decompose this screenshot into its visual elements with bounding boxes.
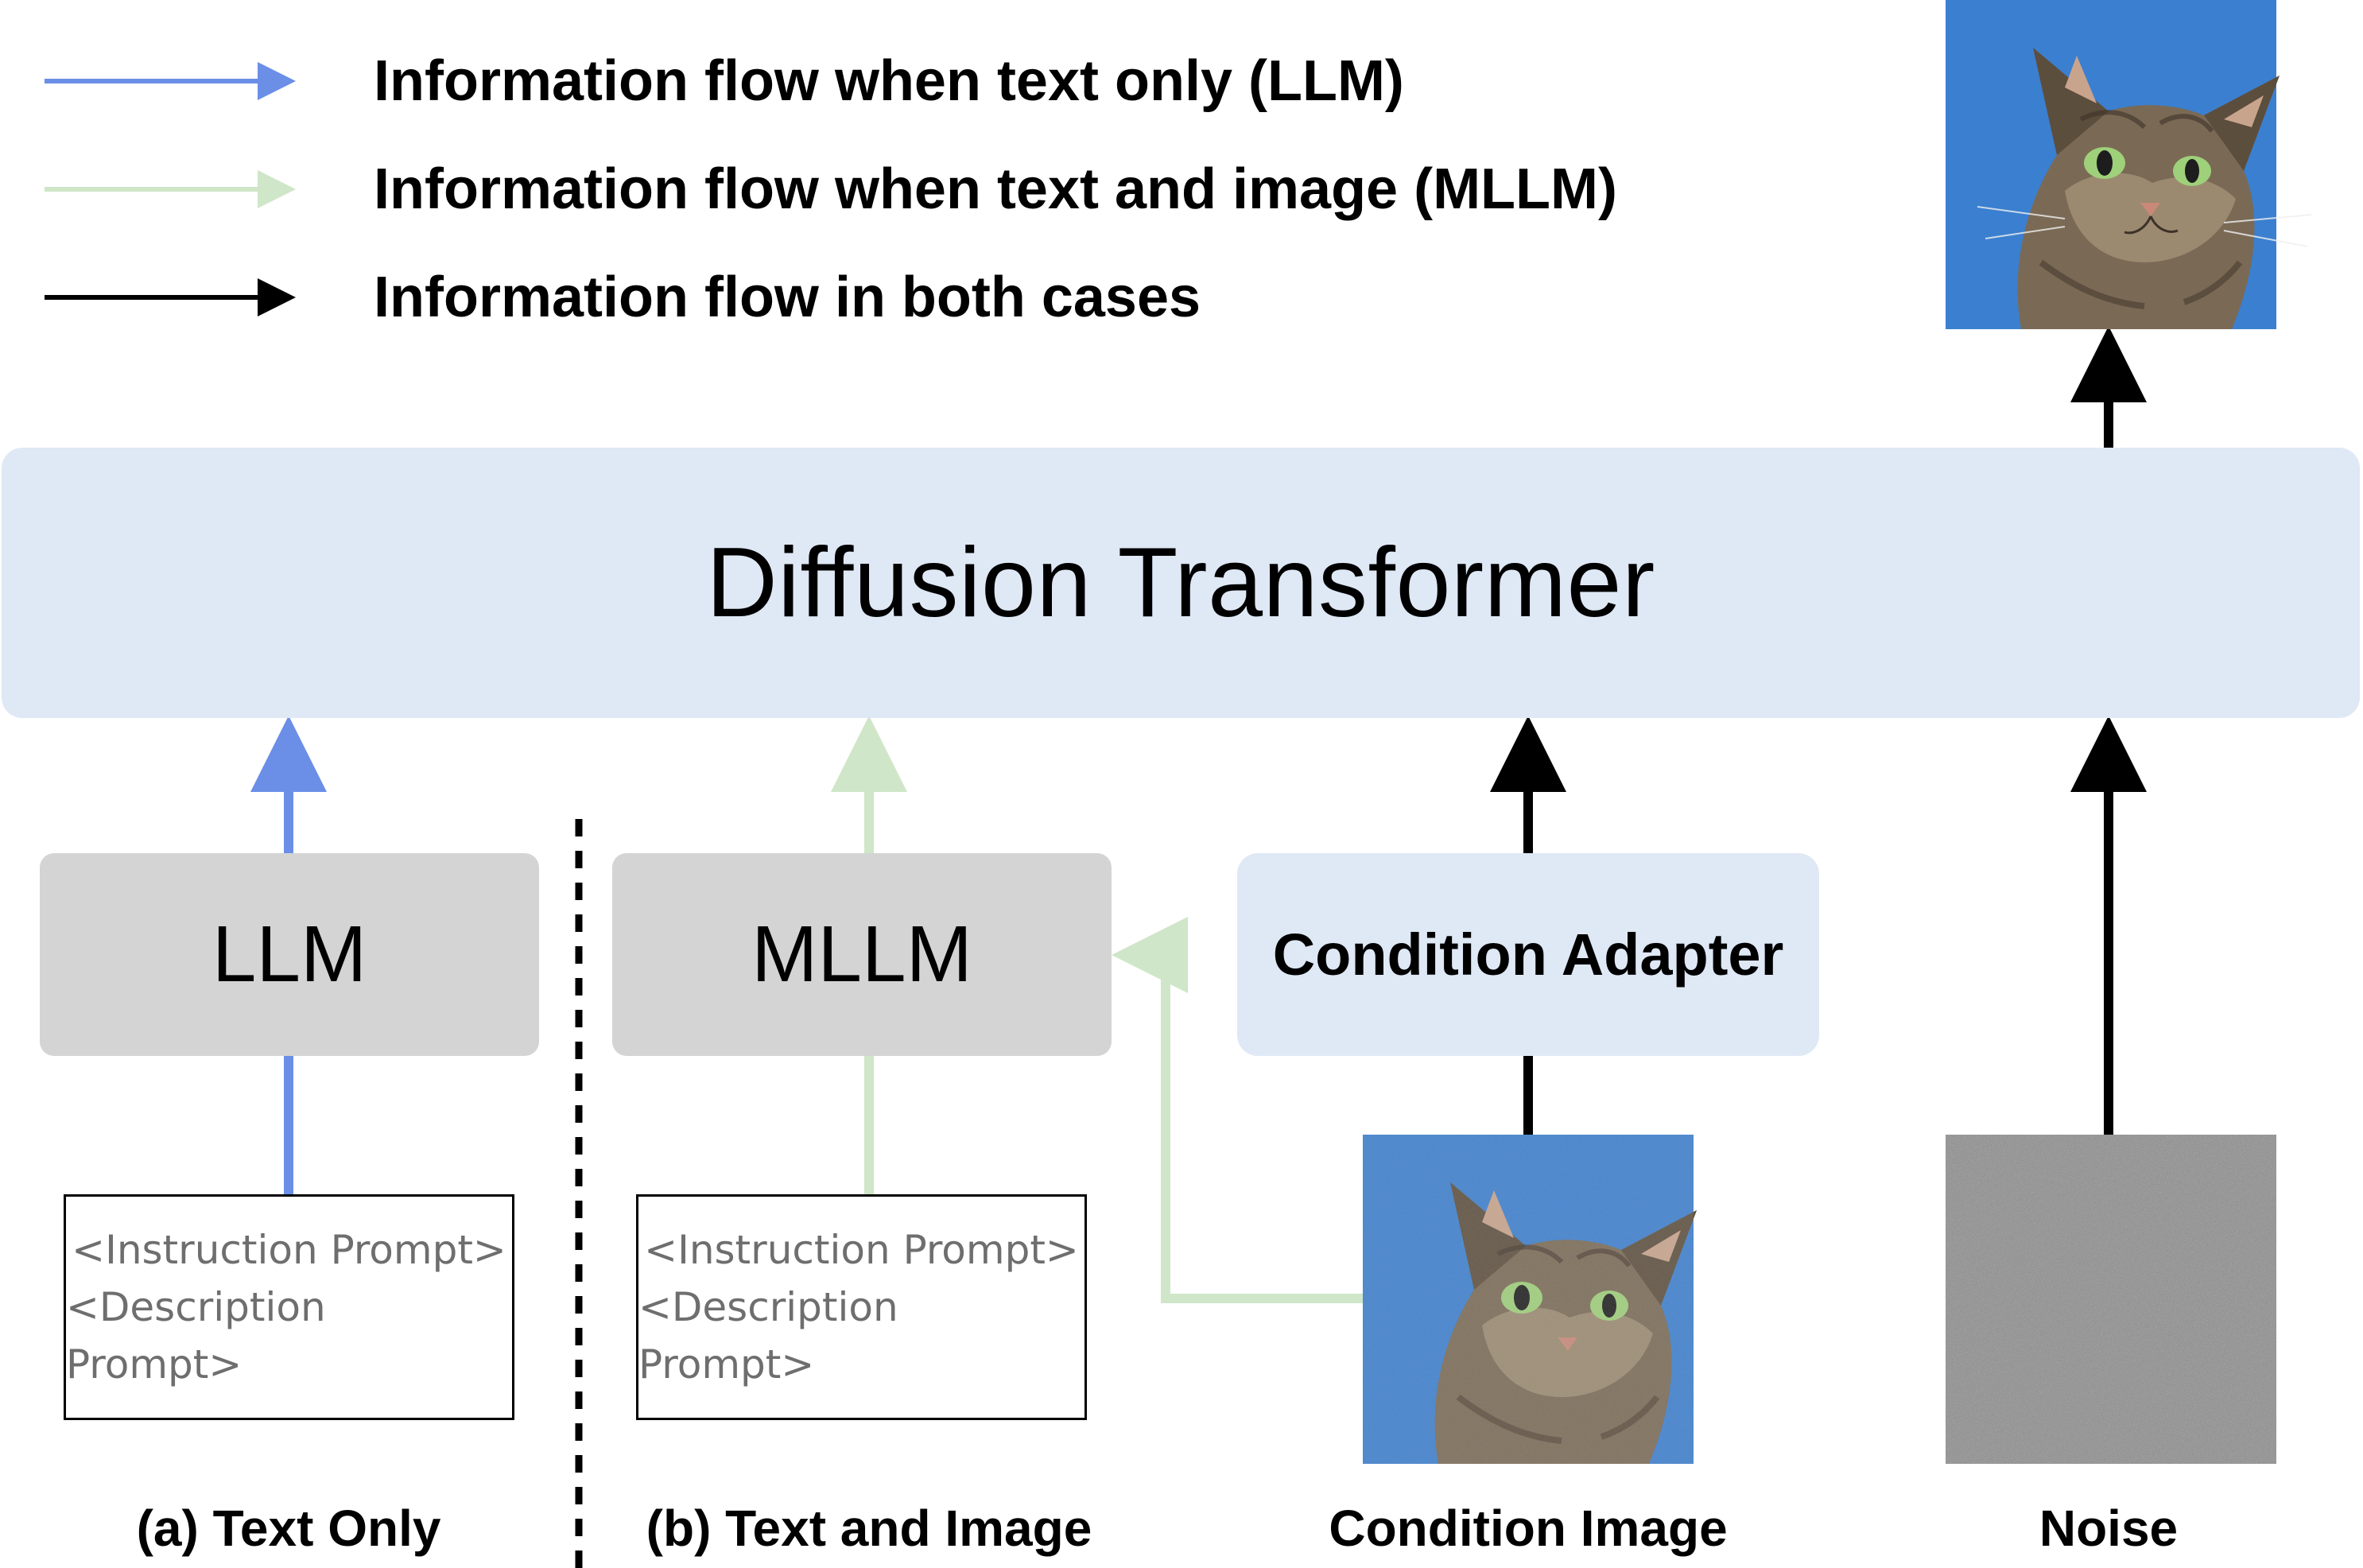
instruction-prompt-text: <Instruction Prompt> [644, 1227, 1079, 1273]
description-prompt-text: <Description Prompt> [66, 1284, 326, 1388]
condition-image-to-mllm-arrow [1112, 917, 1363, 1303]
diffusion-transformer-block: Diffusion Transformer [2, 448, 2360, 718]
caption-noise: Noise [2039, 1500, 2179, 1557]
legend-label-text-and-image: Information flow when text and image (ML… [374, 157, 1617, 221]
condition-adapter-block: Condition Adapter [1237, 853, 1819, 1056]
instruction-prompt-text: <Instruction Prompt> [72, 1227, 506, 1273]
diffusion-transformer-label: Diffusion Transformer [706, 528, 1655, 638]
mllm-block: MLLM [612, 853, 1112, 1056]
condition-adapter-label: Condition Adapter [1272, 922, 1784, 988]
description-prompt-text: <Description Prompt> [638, 1284, 898, 1388]
condition-cat-image [1363, 1135, 1697, 1464]
llm-label: LLM [211, 910, 367, 999]
caption-text-and-image: (b) Text and Image [646, 1500, 1092, 1557]
text-only-prompt-box: <Instruction Prompt> <Description Prompt… [64, 1194, 514, 1420]
text-and-image-prompt-box: <Instruction Prompt> <Description Prompt… [636, 1194, 1087, 1420]
llm-block: LLM [40, 853, 539, 1056]
legend-label-both: Information flow in both cases [374, 266, 1201, 329]
legend-label-text-only: Information flow when text only (LLM) [374, 49, 1404, 113]
caption-condition-image: Condition Image [1329, 1500, 1728, 1557]
mllm-label: MLLM [751, 910, 972, 999]
caption-text-only: (a) Text Only [136, 1500, 441, 1557]
output-cat-image [1946, 0, 2312, 329]
noise-image [1946, 1135, 2276, 1464]
